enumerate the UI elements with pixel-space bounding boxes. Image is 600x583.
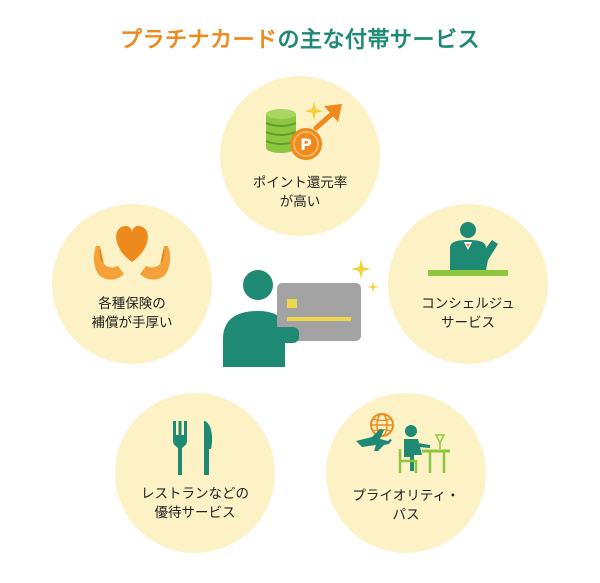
coins-points-icon: P <box>265 102 342 160</box>
concierge-icon <box>428 222 508 276</box>
service-restaurant-label: レストランなどの 優待サービス <box>141 486 249 521</box>
service-priority-pass-label: プライオリティ・ パス <box>352 488 460 523</box>
service-priority-pass: プライオリティ・ パス <box>326 393 486 553</box>
service-concierge-label: コンシェルジュ サービス <box>421 296 515 331</box>
coin-letter: P <box>300 135 312 154</box>
title-accent: プラチナカード <box>119 28 278 53</box>
title-rest: の主な付帯サービス <box>277 28 481 53</box>
service-insurance: 各種保険の 補償が手厚い <box>52 204 212 364</box>
service-concierge: コンシェルジュ サービス <box>388 204 548 364</box>
fork-knife-icon <box>173 421 213 475</box>
service-points-label: ポイント還元率 が高い <box>252 175 348 210</box>
service-restaurant: レストランなどの 優待サービス <box>115 393 275 553</box>
person-with-card-icon <box>223 259 379 367</box>
service-points: P ポイント還元率 が高い <box>220 76 380 236</box>
heart-hands-icon <box>93 226 171 280</box>
airport-lounge-icon <box>356 413 450 473</box>
service-insurance-label: 各種保険の 補償が手厚い <box>91 296 173 331</box>
page-title: プラチナカードの主な付帯サービス <box>0 22 600 54</box>
